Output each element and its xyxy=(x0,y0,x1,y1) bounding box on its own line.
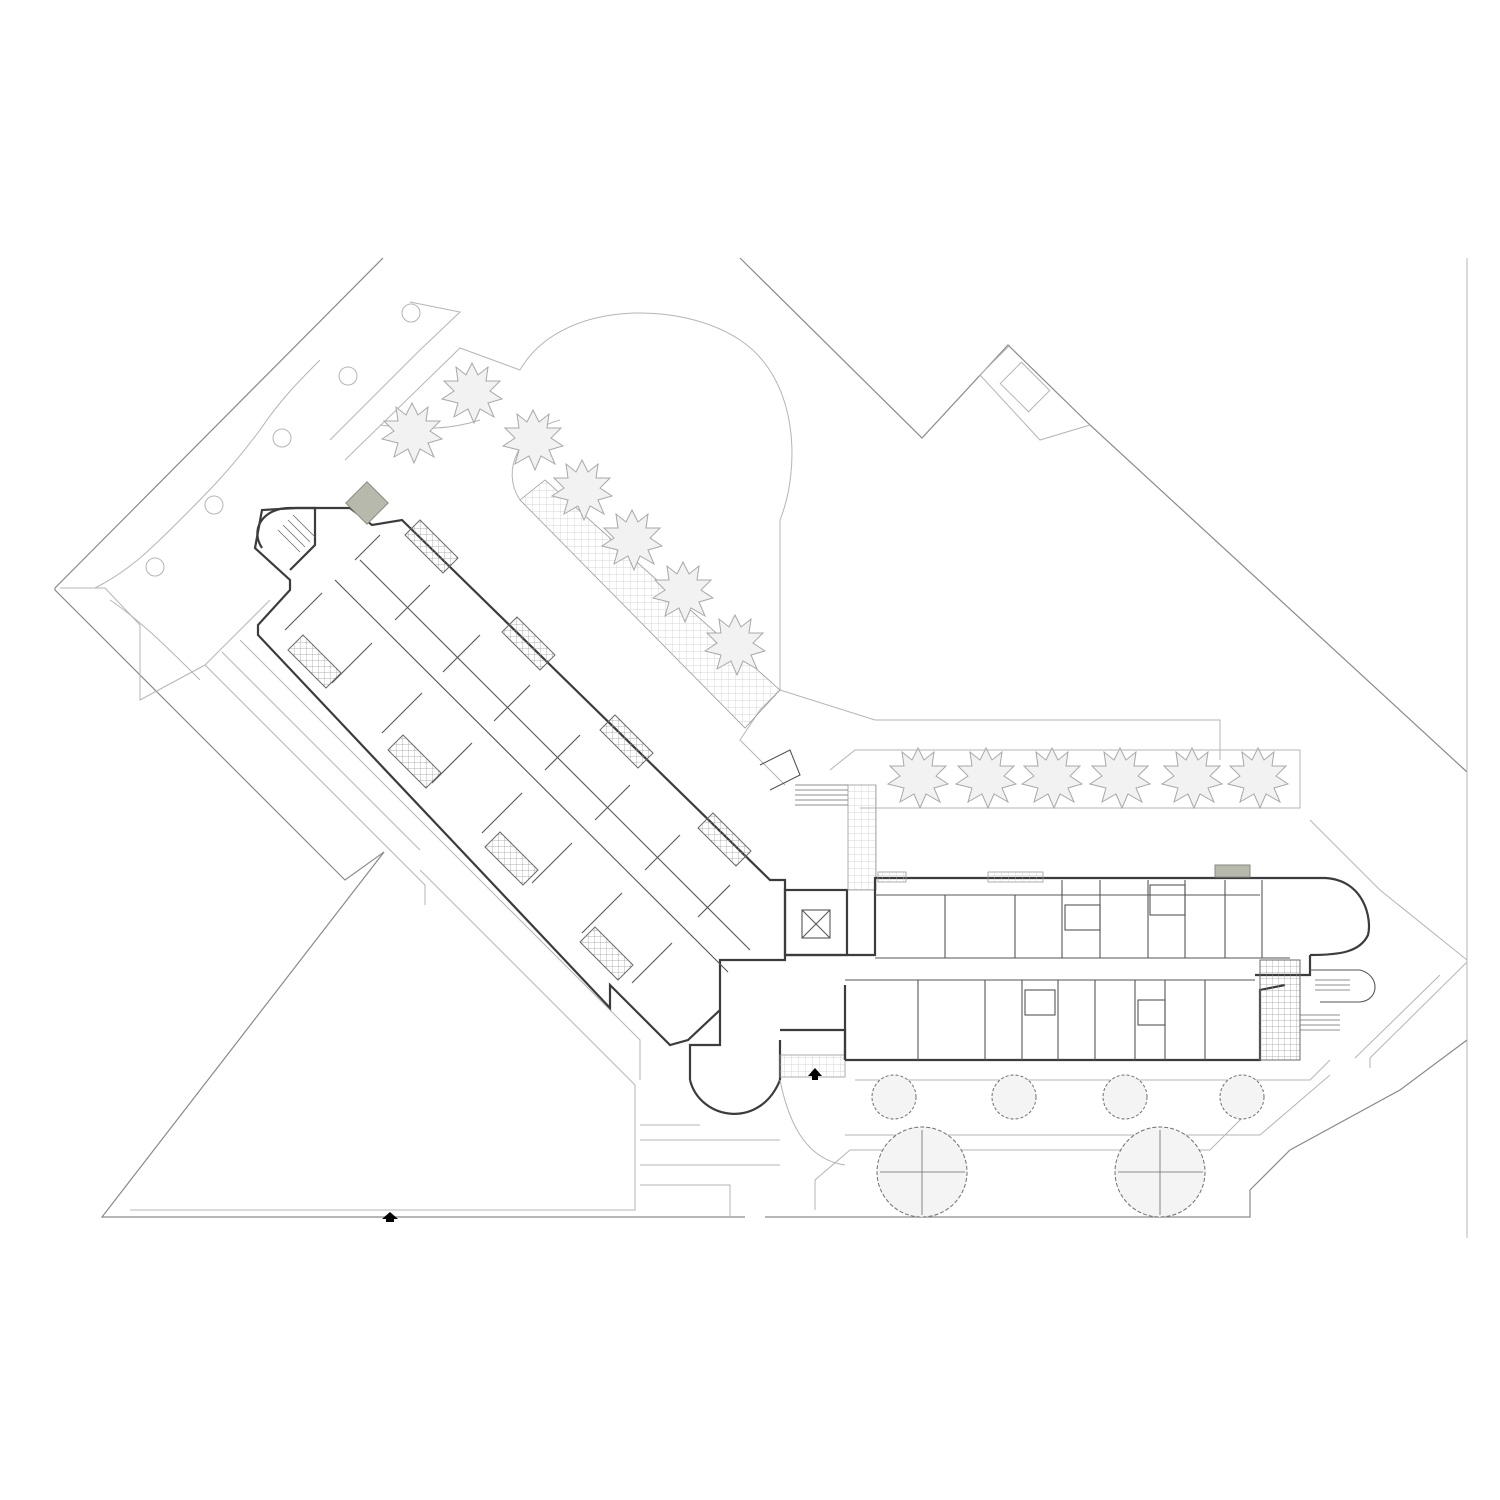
shrub-icon xyxy=(871,1074,917,1120)
paved-courtyard-path xyxy=(519,479,781,729)
roof-marker xyxy=(345,481,389,525)
tree-icon xyxy=(1227,747,1289,809)
northwest-wing xyxy=(253,481,787,1047)
tree-icon xyxy=(381,402,443,464)
tree-icon xyxy=(1161,747,1223,809)
entrance-arrow-icon xyxy=(808,1068,822,1080)
balcony xyxy=(501,616,556,671)
shrub-icon xyxy=(991,1074,1037,1120)
site-boundary xyxy=(54,257,1468,1238)
stair-icon xyxy=(256,506,317,571)
balcony xyxy=(404,519,459,574)
central-core xyxy=(688,749,877,1166)
roof-marker xyxy=(1214,864,1251,878)
tree-icon xyxy=(502,409,564,471)
east-tree-row xyxy=(887,747,1289,809)
site-inner-lines xyxy=(60,301,780,1217)
tree-icon xyxy=(1021,747,1083,809)
balcony xyxy=(484,831,539,886)
balcony xyxy=(387,734,442,789)
balcony xyxy=(287,634,342,689)
stair-icon xyxy=(795,784,848,806)
tree-icon xyxy=(955,747,1017,809)
lift-icon xyxy=(801,909,831,939)
south-shrubs xyxy=(871,1074,1265,1120)
balcony xyxy=(697,812,752,867)
tree-icon xyxy=(1089,747,1151,809)
east-wing xyxy=(785,864,1376,1062)
shrub-icon xyxy=(1219,1074,1265,1120)
tree-icon xyxy=(887,747,949,809)
stair-icon xyxy=(1300,969,1376,1031)
shrub-icon xyxy=(1102,1074,1148,1120)
tree-icon xyxy=(441,362,503,424)
courtyard xyxy=(344,312,1301,809)
entrance-arrow-icon xyxy=(382,1212,398,1222)
balcony xyxy=(599,714,654,769)
balcony xyxy=(579,926,634,981)
south-large-trees xyxy=(876,1126,1206,1218)
